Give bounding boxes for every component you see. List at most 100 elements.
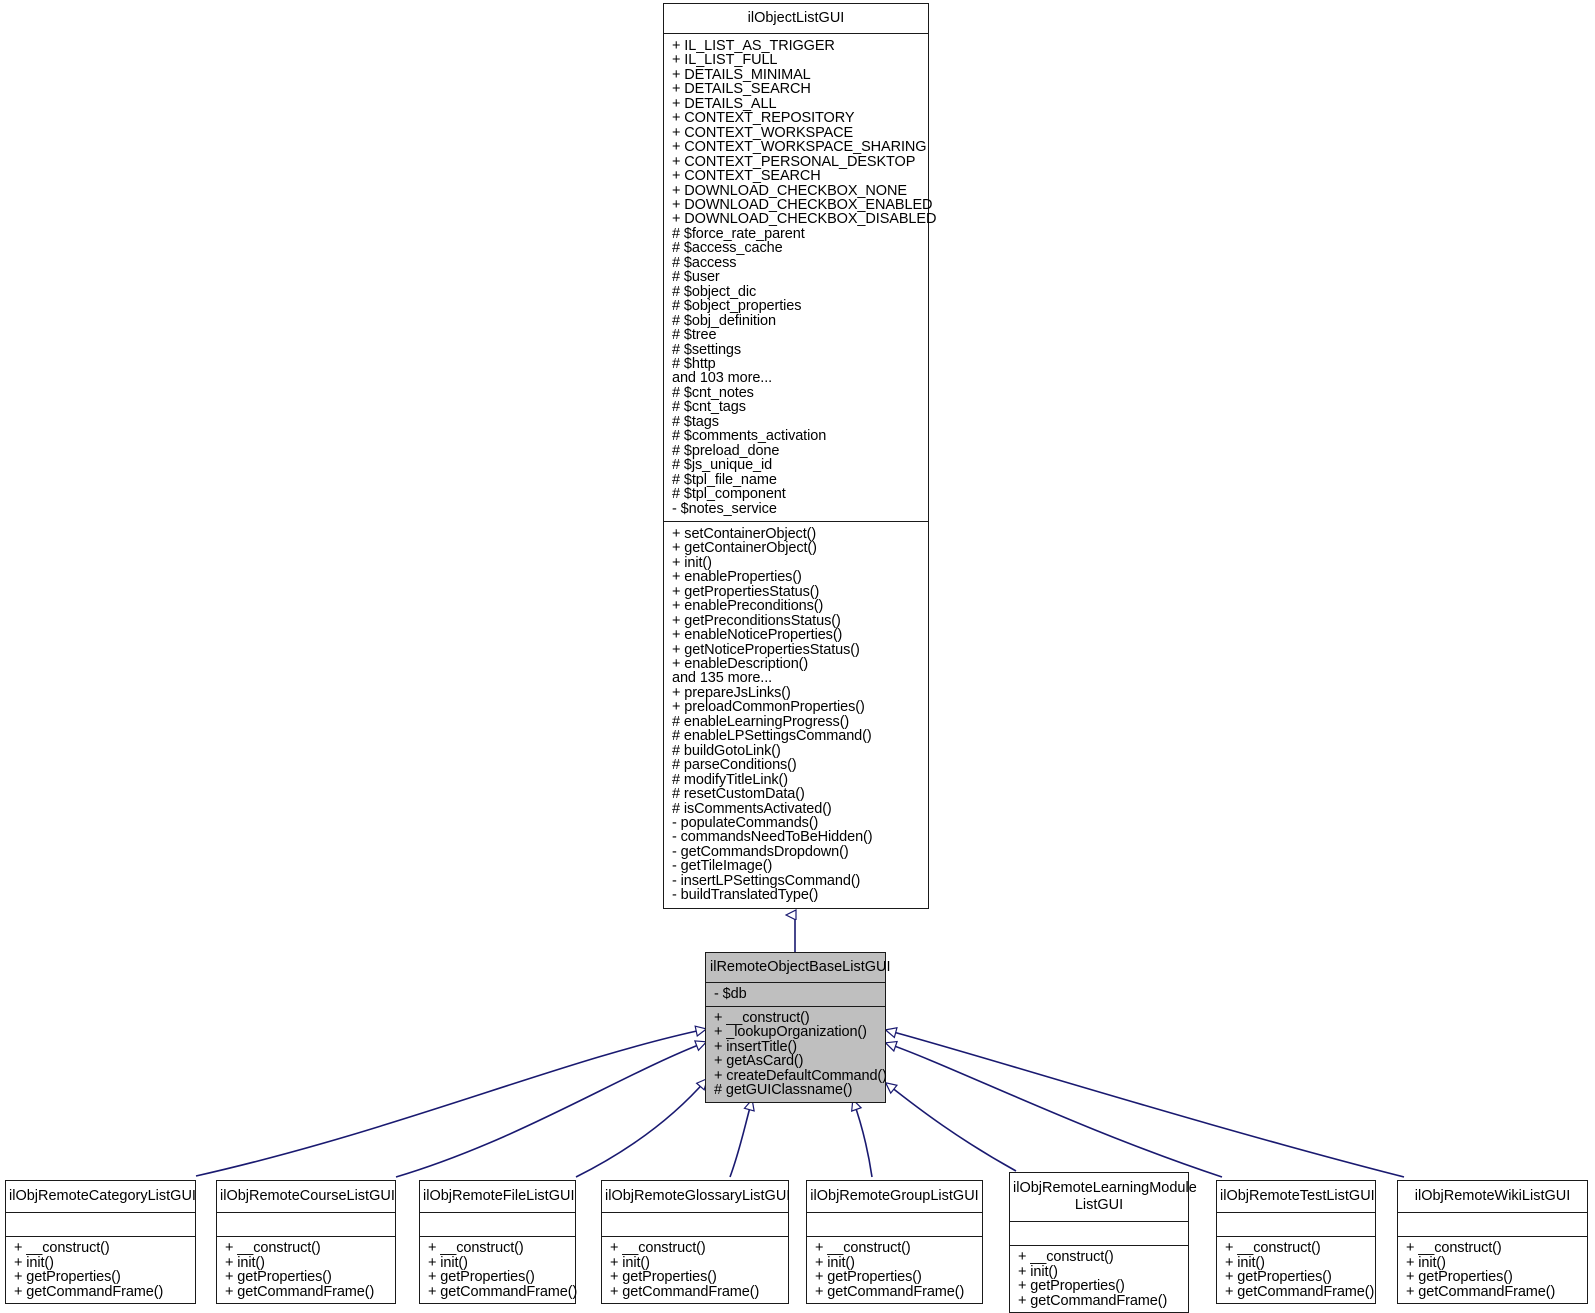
- class-box-ilObjRemoteTestListGUI[interactable]: ilObjRemoteTestListGUI + __construct() +…: [1216, 1180, 1376, 1305]
- attribute-row: # $tags: [672, 413, 719, 430]
- class-box-ilObjRemoteGlossaryListGUI[interactable]: ilObjRemoteGlossaryListGUI + __construct…: [601, 1180, 790, 1305]
- attribute-row: + DETAILS_SEARCH: [672, 81, 811, 98]
- class-box-ilObjRemoteFileListGUI[interactable]: ilObjRemoteFileListGUI + __construct() +…: [419, 1180, 578, 1305]
- method-row: + init(): [428, 1254, 468, 1271]
- methods-compartment: + __construct() + init() + getProperties…: [1398, 1237, 1587, 1303]
- class-box-ilObjRemoteGroupListGUI[interactable]: ilObjRemoteGroupListGUI + __construct() …: [806, 1180, 983, 1305]
- edge-middle-leaf-wiki: [884, 1026, 1405, 1178]
- method-row: # enableLPSettingsCommand(): [672, 728, 872, 745]
- attributes-compartment: [1217, 1213, 1375, 1237]
- method-row: + getProperties(): [1225, 1269, 1332, 1286]
- method-row: + insertTitle(): [714, 1038, 797, 1055]
- class-box-ilRemoteObjectBaseListGUI[interactable]: ilRemoteObjectBaseListGUI - $db + __cons…: [705, 952, 891, 1103]
- class-box-ilObjRemoteCourseListGUI[interactable]: ilObjRemoteCourseListGUI + __construct()…: [216, 1180, 396, 1305]
- method-row: + getProperties(): [14, 1269, 121, 1286]
- attribute-row: # $cnt_tags: [672, 399, 746, 416]
- attributes-compartment: + IL_LIST_AS_TRIGGER + IL_LIST_FULL + DE…: [664, 34, 937, 522]
- method-row: - commandsNeedToBeHidden(): [672, 829, 873, 846]
- method-row: + createDefaultCommand(): [714, 1067, 887, 1084]
- method-row: # isCommentsActivated(): [672, 800, 832, 817]
- method-row: + enablePreconditions(): [672, 598, 824, 615]
- attribute-row: # $js_unique_id: [672, 457, 773, 474]
- method-row: + getContainerObject(): [672, 540, 817, 557]
- methods-compartment: + __construct() + init() + getProperties…: [1010, 1246, 1188, 1312]
- attributes-compartment: [807, 1213, 982, 1237]
- attribute-row: + DETAILS_MINIMAL: [672, 66, 811, 83]
- attribute-row: + DOWNLOAD_CHECKBOX_ENABLED: [672, 196, 933, 213]
- attribute-row: # $tpl_file_name: [672, 471, 777, 488]
- method-row: + getCommandFrame(): [1225, 1283, 1375, 1300]
- method-row: + getCommandFrame(): [610, 1283, 760, 1300]
- attribute-row: # $preload_done: [672, 442, 780, 459]
- class-title: ilObjRemoteCategoryListGUI: [6, 1181, 196, 1213]
- method-row: + getProperties(): [428, 1269, 535, 1286]
- method-row: + __construct(): [610, 1240, 706, 1256]
- class-box-ilObjRemoteCategoryListGUI[interactable]: ilObjRemoteCategoryListGUI + __construct…: [5, 1180, 196, 1305]
- method-row: + getProperties(): [1406, 1269, 1513, 1286]
- method-row: + __construct(): [815, 1240, 911, 1256]
- attribute-row: - $notes_service: [672, 500, 777, 517]
- class-title: ilObjRemoteWikiListGUI: [1398, 1181, 1587, 1213]
- methods-compartment: + __construct() + init() + getProperties…: [1217, 1237, 1375, 1303]
- method-row: + init(): [672, 554, 712, 571]
- method-row: - getTileImage(): [672, 858, 773, 875]
- method-row: + getCommandFrame(): [815, 1283, 965, 1300]
- attributes-compartment: [1010, 1222, 1188, 1246]
- attribute-row: + IL_LIST_FULL: [672, 52, 778, 69]
- method-row: + __construct(): [714, 1009, 810, 1026]
- attribute-row: - $db: [714, 986, 747, 1002]
- methods-compartment: + setContainerObject() + getContainerObj…: [664, 522, 928, 908]
- method-row: + getProperties(): [1018, 1278, 1125, 1295]
- method-row: - insertLPSettingsCommand(): [672, 872, 861, 889]
- method-row: + getPropertiesStatus(): [672, 583, 820, 600]
- edge-middle-leaf-test: [884, 1040, 1223, 1178]
- method-row: # enableLearningProgress(): [672, 713, 850, 730]
- attribute-row: # $access_cache: [672, 240, 783, 257]
- edge-middle-leaf-glossary: [729, 1098, 755, 1178]
- method-row: + __construct(): [1018, 1249, 1114, 1265]
- method-row: # resetCustomData(): [672, 786, 805, 803]
- method-row: - buildTranslatedType(): [672, 887, 819, 904]
- attribute-row: + CONTEXT_REPOSITORY: [672, 110, 855, 127]
- attributes-compartment: - $db: [706, 983, 885, 1007]
- method-row: + getProperties(): [610, 1269, 717, 1286]
- attribute-row: # $user: [672, 269, 720, 286]
- class-box-ilObjRemoteLearningModuleListGUI[interactable]: ilObjRemoteLearningModule ListGUI + __co…: [1009, 1172, 1197, 1313]
- class-box-ilObjRemoteWikiListGUI[interactable]: ilObjRemoteWikiListGUI + __construct() +…: [1397, 1180, 1588, 1305]
- edge-middle-leaf-category: [195, 1025, 708, 1177]
- method-row: + __construct(): [1406, 1240, 1502, 1256]
- edge-middle-leaf-course: [395, 1040, 708, 1178]
- method-row: + __construct(): [1225, 1240, 1321, 1256]
- method-row: + _lookupOrganization(): [714, 1024, 867, 1040]
- method-row: + getNoticePropertiesStatus(): [672, 641, 860, 658]
- attributes-compartment: [6, 1213, 195, 1237]
- method-row: + prepareJsLinks(): [672, 684, 791, 701]
- method-row: - getCommandsDropdown(): [672, 843, 849, 860]
- attribute-row: + DOWNLOAD_CHECKBOX_DISABLED: [672, 211, 937, 228]
- edge-middle-leaf-file: [575, 1077, 709, 1178]
- method-row: + getCommandFrame(): [428, 1283, 578, 1300]
- attribute-row: # $settings: [672, 341, 742, 358]
- class-title: ilObjRemoteGroupListGUI: [807, 1181, 982, 1213]
- method-row: + __construct(): [225, 1240, 321, 1256]
- class-box-ilObjectListGUI[interactable]: ilObjectListGUI + IL_LIST_AS_TRIGGER + I…: [663, 3, 937, 909]
- attribute-row: + CONTEXT_SEARCH: [672, 168, 821, 185]
- methods-compartment: + __construct() + init() + getProperties…: [807, 1237, 982, 1303]
- method-row: + getProperties(): [815, 1269, 922, 1286]
- method-row: + getCommandFrame(): [1018, 1292, 1168, 1309]
- attribute-row: + CONTEXT_WORKSPACE_SHARING: [672, 139, 927, 156]
- edge-middle-leaf-learningmodule: [884, 1081, 1017, 1172]
- attribute-row: + DOWNLOAD_CHECKBOX_NONE: [672, 182, 907, 199]
- class-title: ilObjRemoteTestListGUI: [1217, 1181, 1375, 1213]
- attributes-compartment: [420, 1213, 575, 1237]
- method-row: + enableNoticeProperties(): [672, 627, 843, 644]
- class-title: ilObjRemoteGlossaryListGUI: [602, 1181, 790, 1213]
- method-row: + init(): [815, 1254, 855, 1271]
- methods-compartment: + __construct() + init() + getProperties…: [217, 1237, 395, 1303]
- methods-compartment: + __construct() + init() + getProperties…: [6, 1237, 195, 1303]
- method-row: + init(): [610, 1254, 650, 1271]
- attributes-compartment: [602, 1213, 788, 1237]
- edge-middle-leaf-group: [850, 1098, 873, 1178]
- attribute-row: # $http: [672, 355, 716, 372]
